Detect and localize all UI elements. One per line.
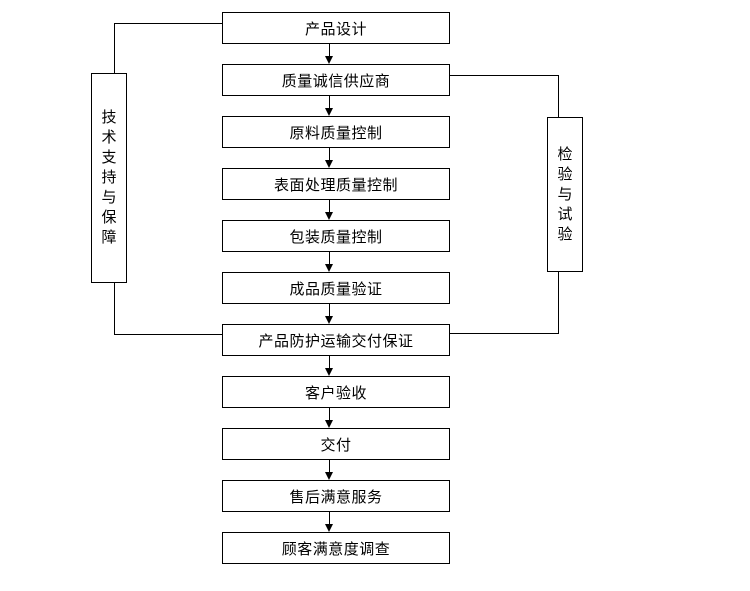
node-label: 原料质量控制: [289, 124, 383, 142]
arrow-shaft: [329, 304, 330, 317]
node-customer-acceptance: 客户验收: [222, 376, 450, 408]
arrow-head: [325, 368, 333, 376]
node-label: 顾客满意度调查: [281, 540, 391, 558]
arrow-head: [325, 160, 333, 168]
connector-left-top-vertical: [114, 23, 115, 73]
node-label: 产品设计: [304, 20, 367, 38]
arrow-shaft: [329, 252, 330, 265]
node-label: 客户验收: [304, 384, 367, 402]
arrow-head: [325, 264, 333, 272]
node-label: 产品防护运输交付保证: [258, 332, 414, 350]
arrow-shaft: [329, 408, 330, 421]
arrow-head: [325, 212, 333, 220]
connector-left-bottom-horizontal: [114, 334, 222, 335]
arrow-head: [325, 472, 333, 480]
arrow-down: [325, 148, 334, 168]
arrow-shaft: [329, 460, 330, 473]
arrow-down: [325, 44, 334, 64]
node-delivery: 交付: [222, 428, 450, 460]
node-surface-treatment-quality-control: 表面处理质量控制: [222, 168, 450, 200]
arrow-head: [325, 420, 333, 428]
node-quality-integrity-supplier: 质量诚信供应商: [222, 64, 450, 96]
connector-right-top-vertical: [558, 75, 559, 117]
connector-right-bottom-vertical: [558, 272, 559, 334]
connector-left-bottom-vertical: [114, 283, 115, 335]
node-label: 售后满意服务: [289, 488, 383, 506]
connector-left-top-horizontal: [114, 23, 222, 24]
node-finished-product-quality-verification: 成品质量验证: [222, 272, 450, 304]
node-technical-support-and-guarantee: 技术支持与保障: [91, 73, 127, 283]
arrow-shaft: [329, 44, 330, 57]
arrow-down: [325, 460, 334, 480]
node-label: 质量诚信供应商: [281, 72, 391, 90]
arrow-head: [325, 524, 333, 532]
node-label: 成品质量验证: [289, 280, 383, 298]
node-label: 技术支持与保障: [101, 109, 117, 246]
node-inspection-and-testing: 检验与试验: [547, 117, 583, 272]
node-label: 包装质量控制: [289, 228, 383, 246]
node-after-sales-satisfaction-service: 售后满意服务: [222, 480, 450, 512]
node-customer-satisfaction-survey: 顾客满意度调查: [222, 532, 450, 564]
arrow-shaft: [329, 96, 330, 109]
connector-right-top-horizontal: [450, 75, 559, 76]
node-packaging-quality-control: 包装质量控制: [222, 220, 450, 252]
arrow-shaft: [329, 148, 330, 161]
node-label: 交付: [320, 436, 352, 454]
arrow-down: [325, 512, 334, 532]
arrow-down: [325, 96, 334, 116]
arrow-down: [325, 200, 334, 220]
arrow-shaft: [329, 512, 330, 525]
node-product-design: 产品设计: [222, 12, 450, 44]
arrow-head: [325, 316, 333, 324]
arrow-head: [325, 108, 333, 116]
arrow-shaft: [329, 356, 330, 369]
connector-right-bottom-horizontal: [450, 333, 559, 334]
arrow-down: [325, 356, 334, 376]
node-raw-material-quality-control: 原料质量控制: [222, 116, 450, 148]
arrow-down: [325, 252, 334, 272]
node-label: 表面处理质量控制: [273, 176, 398, 194]
arrow-head: [325, 56, 333, 64]
arrow-down: [325, 304, 334, 324]
arrow-down: [325, 408, 334, 428]
node-label: 检验与试验: [557, 145, 573, 243]
node-product-protection-transport-delivery-guarantee: 产品防护运输交付保证: [222, 324, 450, 356]
arrow-shaft: [329, 200, 330, 213]
